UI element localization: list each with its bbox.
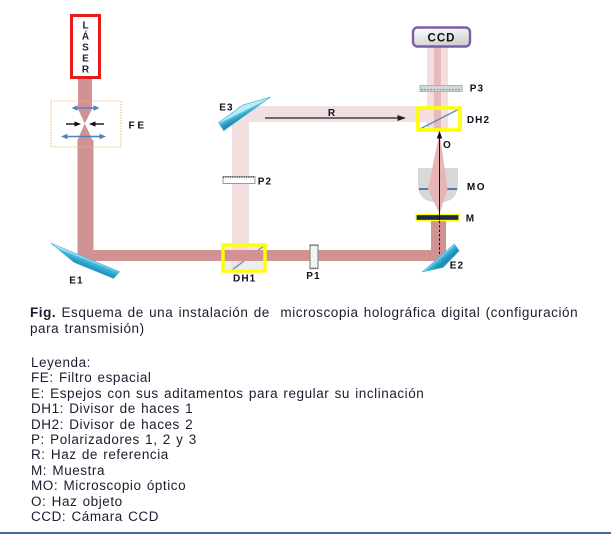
svg-text:M: M [466, 213, 475, 224]
svg-text:F E: F E [129, 121, 145, 132]
svg-text:L: L [82, 21, 88, 32]
svg-text:P3: P3 [470, 84, 484, 95]
svg-text:DH2: DH2 [467, 115, 490, 126]
svg-text:E2: E2 [450, 261, 464, 272]
svg-text:R: R [328, 108, 336, 119]
svg-text:S: S [82, 43, 89, 54]
svg-text:DH1: DH1 [233, 273, 256, 284]
svg-text:E1: E1 [69, 276, 83, 287]
svg-text:CCD: CCD [428, 33, 456, 45]
svg-text:MO: MO [467, 182, 486, 193]
svg-text:P1: P1 [306, 271, 320, 282]
svg-text:O: O [443, 140, 452, 151]
svg-text:P2: P2 [258, 176, 272, 187]
svg-text:R: R [82, 65, 90, 76]
svg-text:E: E [82, 54, 89, 65]
svg-text:Á: Á [82, 30, 89, 43]
svg-text:E3: E3 [219, 103, 233, 114]
